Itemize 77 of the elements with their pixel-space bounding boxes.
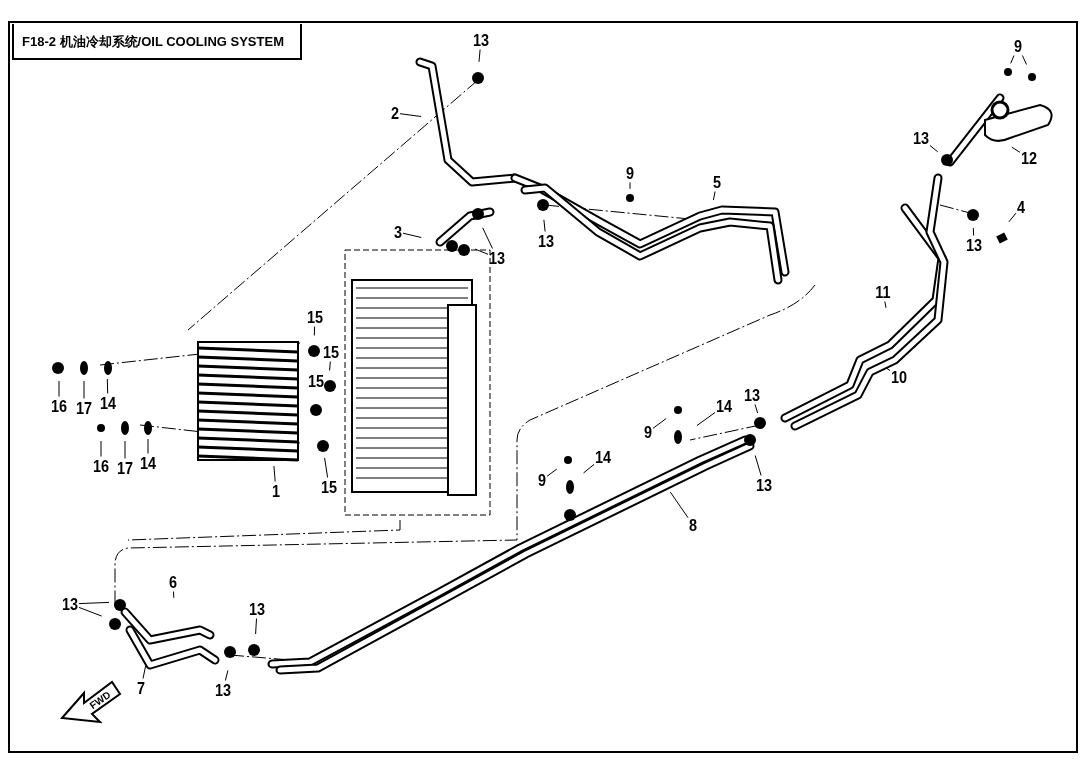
leader-line [1021, 55, 1027, 65]
callout-number: 10 [890, 368, 908, 386]
callout-number: 13 [61, 595, 79, 613]
callout-number: 9 [538, 471, 546, 489]
callout-number: 13 [743, 386, 761, 404]
callout-number: 6 [169, 573, 177, 591]
leader-line [313, 326, 316, 336]
callout-number: 13 [537, 232, 555, 250]
leader-line [224, 669, 229, 681]
callout-number: 13 [488, 249, 506, 267]
leader-line [884, 301, 887, 309]
callout-number: 17 [116, 459, 134, 477]
leader-line [583, 463, 595, 474]
callout-number: 14 [139, 454, 157, 472]
leader-line [754, 404, 759, 414]
leader-line [273, 465, 276, 482]
leader-line [482, 227, 493, 249]
leader-line [399, 113, 422, 117]
leader-line [543, 219, 546, 232]
callout-number: 12 [1020, 149, 1038, 167]
leader-line [1008, 212, 1017, 223]
callout-number: 1 [272, 482, 280, 500]
leader-line [78, 601, 110, 605]
leader-line [255, 618, 257, 635]
leader-line [329, 361, 331, 371]
callout-number: 13 [912, 129, 930, 147]
callout-number: 14 [594, 448, 612, 466]
leader-line [696, 412, 716, 427]
leader-line [124, 440, 126, 459]
callout-number: 5 [713, 173, 721, 191]
direction-label: FWD [86, 687, 114, 714]
leader-line [474, 248, 489, 255]
callout-number: 2 [391, 104, 399, 122]
leader-line [78, 606, 103, 617]
callout-number: 14 [715, 397, 733, 415]
callout-number: 16 [92, 457, 110, 475]
callout-number: 14 [99, 394, 117, 412]
leader-line [58, 380, 60, 397]
callout-number: 9 [626, 164, 634, 182]
leader-line [652, 418, 667, 429]
leader-line [546, 468, 558, 477]
callout-number: 13 [472, 31, 490, 49]
leader-line [106, 378, 109, 394]
leader-line [147, 438, 149, 454]
callout-number: 7 [137, 679, 145, 697]
leader-line [478, 49, 481, 63]
callout-number: 15 [307, 372, 325, 390]
leader-line [1011, 146, 1021, 153]
callout-number: 15 [306, 308, 324, 326]
callout-number: 16 [50, 397, 68, 415]
leader-line [83, 380, 85, 399]
callout-number: 13 [214, 681, 232, 699]
callout-number: 13 [965, 236, 983, 254]
leader-line [972, 227, 975, 236]
leader-line [754, 455, 762, 476]
callout-number: 15 [322, 343, 340, 361]
callout-number: 11 [875, 283, 891, 301]
callout-number: 15 [320, 478, 338, 496]
callout-number: 3 [394, 223, 402, 241]
leader-line [100, 440, 102, 457]
leader-line [402, 232, 422, 238]
leader-line [173, 591, 175, 599]
leader-line [669, 491, 689, 519]
callout-number: 8 [689, 516, 697, 534]
leader-line [142, 665, 147, 679]
callout-number: 13 [248, 600, 266, 618]
leader-line [324, 457, 329, 478]
callout-number: 13 [755, 476, 773, 494]
callout-number: 17 [75, 399, 93, 417]
leader-line [1010, 55, 1015, 64]
callout-number: 9 [644, 423, 652, 441]
leader-line [929, 145, 939, 153]
callout-number: 4 [1017, 198, 1025, 216]
leader-line [629, 182, 631, 190]
title-banner: F18-2 机油冷却系统/OIL COOLING SYSTEM [12, 24, 302, 60]
leader-line [712, 191, 716, 201]
callout-number: 9 [1014, 37, 1022, 55]
